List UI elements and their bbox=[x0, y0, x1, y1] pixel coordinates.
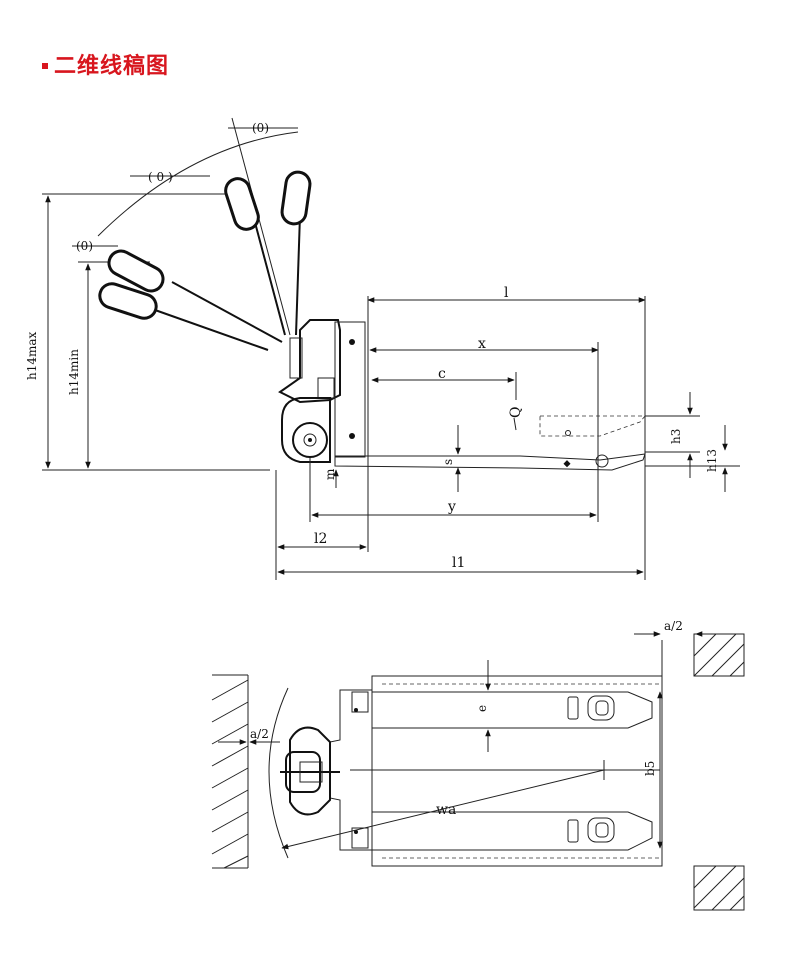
label-e: e bbox=[475, 705, 489, 712]
label-h13: h13 bbox=[705, 449, 719, 472]
handle-guide-1 bbox=[231, 117, 291, 336]
label-c: c bbox=[438, 366, 446, 382]
chassis-top bbox=[329, 689, 373, 851]
handle-shaft-1 bbox=[295, 214, 301, 336]
handle-shaft-4 bbox=[154, 309, 269, 351]
handle-shaft-3 bbox=[171, 281, 283, 343]
fork-top-upper bbox=[372, 691, 653, 729]
angle-top-label: (0) bbox=[252, 121, 269, 135]
pallet-outline bbox=[371, 675, 663, 867]
top-view: wa e b5 a/2 a/2 bbox=[211, 619, 745, 911]
load-mark bbox=[513, 417, 517, 431]
label-h3: h3 bbox=[669, 429, 683, 444]
h14max-label: h14max bbox=[25, 331, 39, 380]
label-m: m bbox=[323, 468, 337, 480]
dim-wa bbox=[281, 769, 605, 850]
angle-mid-label: ( 0 ) bbox=[148, 170, 173, 184]
right-wall-bottom bbox=[693, 865, 745, 911]
steering-wheel-icon bbox=[281, 397, 331, 463]
label-wa: wa bbox=[436, 802, 456, 818]
handle-arc bbox=[97, 131, 299, 237]
pallet-inner-dash bbox=[382, 683, 660, 859]
fork-top-lower bbox=[372, 811, 653, 851]
label-a2-left: a/2 bbox=[250, 727, 269, 741]
pump-body bbox=[278, 319, 366, 458]
label-l: l bbox=[504, 285, 509, 301]
pump-head-top-icon bbox=[280, 726, 340, 816]
title-bullet-icon bbox=[42, 63, 48, 69]
label-l1: l1 bbox=[452, 555, 465, 571]
label-l2: l2 bbox=[314, 531, 327, 547]
fork-side bbox=[334, 415, 646, 471]
label-b5: b5 bbox=[643, 761, 657, 776]
label-x: x bbox=[478, 336, 486, 352]
label-q: Q bbox=[508, 407, 524, 418]
angle-low-label: (0) bbox=[76, 239, 93, 253]
label-s: s bbox=[441, 459, 455, 465]
title-text: 二维线稿图 bbox=[54, 54, 170, 79]
side-view: h14max h14min (0) ( 0 ) (0) bbox=[25, 117, 740, 580]
label-y: y bbox=[447, 499, 456, 515]
h14min-label: h14min bbox=[67, 349, 81, 395]
page-title: 二维线稿图 bbox=[42, 48, 169, 80]
left-wall bbox=[211, 674, 249, 869]
handle-shaft-2 bbox=[252, 214, 286, 336]
right-wall-top bbox=[693, 633, 745, 677]
handle-grip-icons bbox=[98, 170, 312, 320]
label-a2-top: a/2 bbox=[664, 619, 683, 633]
turning-arc bbox=[268, 687, 289, 859]
